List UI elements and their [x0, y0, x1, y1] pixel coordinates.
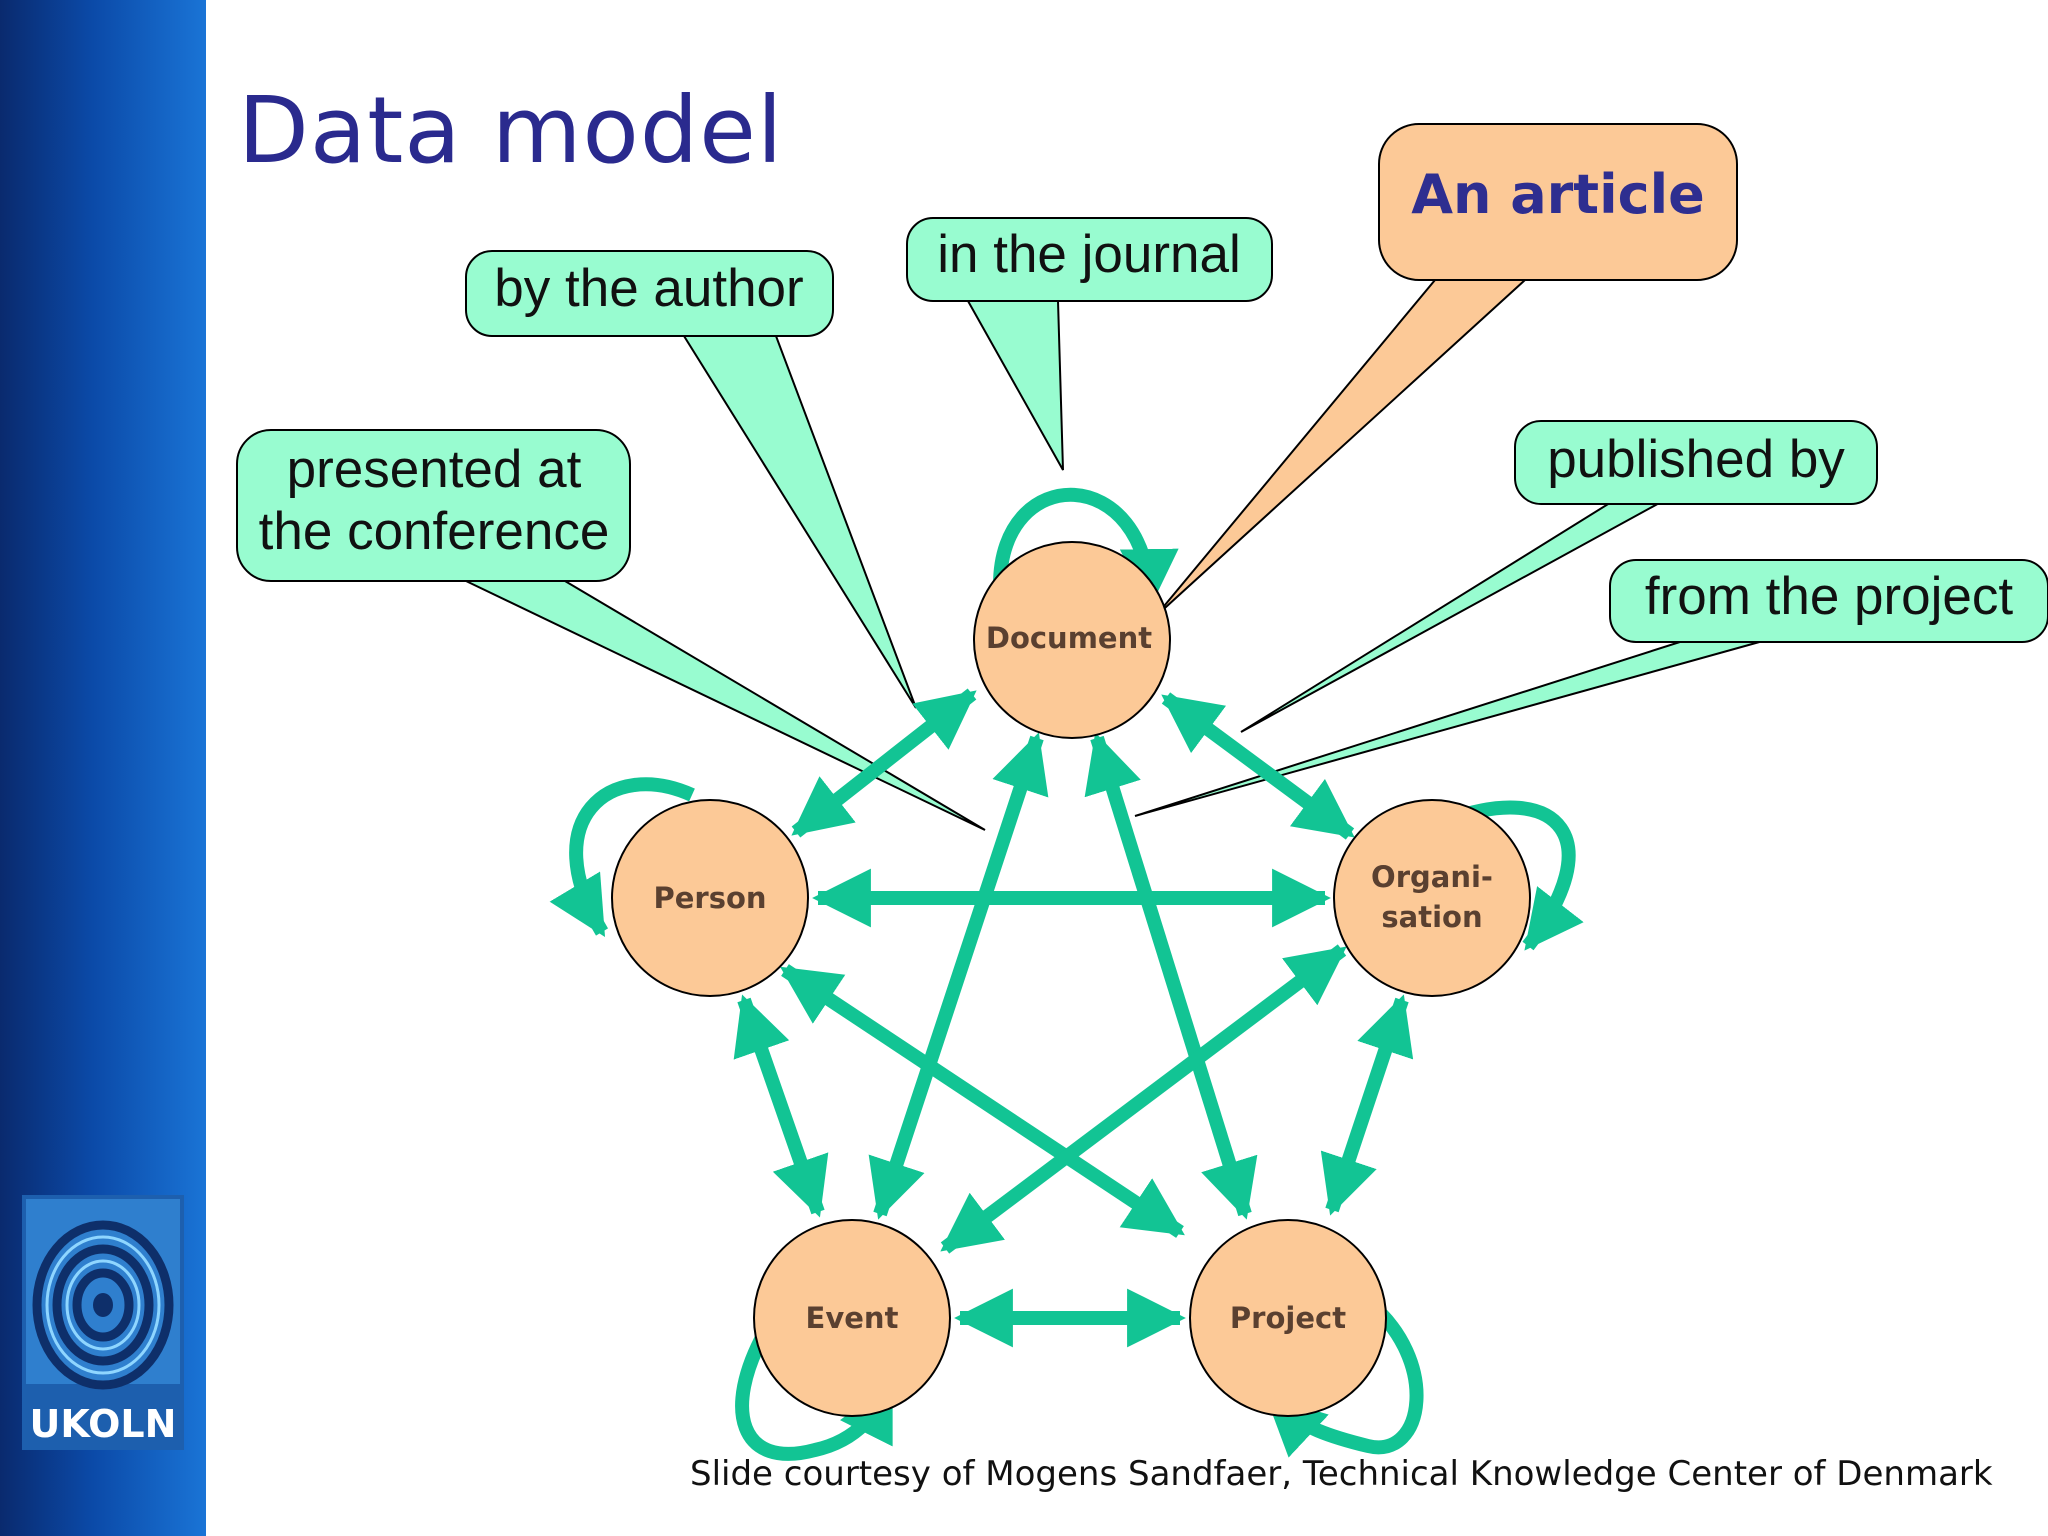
article-callout: An article [1378, 123, 1738, 281]
slide-credit: Slide courtesy of Mogens Sandfaer, Techn… [690, 1454, 1993, 1494]
self-loop-organisation [1445, 800, 1584, 951]
slide-title: Data model [238, 77, 784, 184]
arrow-organisation-event [940, 944, 1347, 1254]
node-document-label: Document [986, 621, 1152, 655]
article-callout-text: An article [1411, 163, 1705, 226]
arrow-document-event [868, 732, 1049, 1220]
journal-callout: in the journal [906, 217, 1273, 302]
project-callout-text: from the project [1645, 567, 2013, 626]
conference-callout-tail [465, 580, 986, 831]
author-callout-text: by the author [494, 259, 803, 318]
self-loop-project [1265, 1296, 1424, 1458]
author-callout-tail [682, 335, 917, 709]
logo-text: UKOLN [30, 1402, 177, 1446]
author-callout: by the author [465, 250, 834, 337]
published-callout-tail [1240, 500, 1664, 733]
conference-callout-line1: presented at [287, 440, 582, 499]
arrow-organisation-project [1320, 994, 1414, 1216]
conference-callout: presented at the conference [236, 429, 631, 582]
arrow-person-project [780, 964, 1185, 1238]
arrow-document-organisation [1161, 692, 1355, 840]
node-document: Document [973, 541, 1171, 739]
published-callout-text: published by [1547, 430, 1845, 489]
published-callout: published by [1514, 420, 1878, 505]
self-loop-document [993, 487, 1179, 608]
node-organisation: Organi- sation [1333, 799, 1531, 997]
node-organisation-label-line2: sation [1381, 900, 1482, 934]
node-person-label: Person [653, 881, 766, 915]
node-event: Event [753, 1219, 951, 1417]
project-callout: from the project [1609, 559, 2048, 643]
node-project-label: Project [1230, 1301, 1346, 1335]
self-loop-person [549, 777, 695, 938]
node-organisation-label-line1: Organi- [1371, 860, 1493, 894]
journal-callout-text: in the journal [937, 225, 1240, 284]
project-callout-tail [1134, 640, 1764, 817]
node-event-label: Event [806, 1301, 899, 1335]
arrow-document-project [1084, 732, 1258, 1220]
journal-callout-tail [966, 300, 1064, 471]
node-project: Project [1189, 1219, 1387, 1417]
ukoln-logo: UKOLN [22, 1195, 184, 1450]
article-callout-tail [1154, 279, 1528, 618]
node-person: Person [611, 799, 809, 997]
arrow-person-event [733, 994, 829, 1218]
conference-callout-line2: the conference [259, 502, 610, 561]
